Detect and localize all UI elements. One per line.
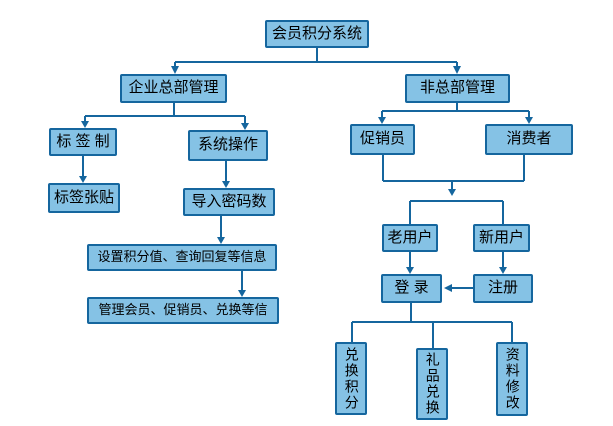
node-promoter: 促销员 <box>350 124 415 155</box>
node-register: 注册 <box>473 274 533 303</box>
node-system-operations: 系统操作 <box>188 130 268 161</box>
node-old-user: 老用户 <box>382 224 438 252</box>
node-new-user: 新用户 <box>473 224 530 252</box>
node-non-hq-management: 非总部管理 <box>405 74 510 103</box>
node-label-making: 标 签 制 <box>49 128 117 156</box>
node-member-points-system: 会员积分系统 <box>265 20 369 48</box>
node-enterprise-hq-management: 企业总部管理 <box>120 74 227 103</box>
node-set-points-query-reply: 设置积分值、查询回复等信息 <box>87 244 277 271</box>
node-consumer: 消费者 <box>485 124 573 155</box>
node-manage-members-promoters-redeem: 管理会员、促销员、兑换等信 <box>87 297 279 324</box>
node-gift-redeem: 礼品兑换 <box>416 348 448 420</box>
node-label-posting: 标签张贴 <box>48 183 120 213</box>
node-import-password-codes: 导入密码数 <box>183 188 275 216</box>
node-profile-edit: 资料修改 <box>496 342 528 416</box>
node-redeem-points: 兑换积分 <box>335 342 367 415</box>
node-login: 登 录 <box>381 274 442 303</box>
